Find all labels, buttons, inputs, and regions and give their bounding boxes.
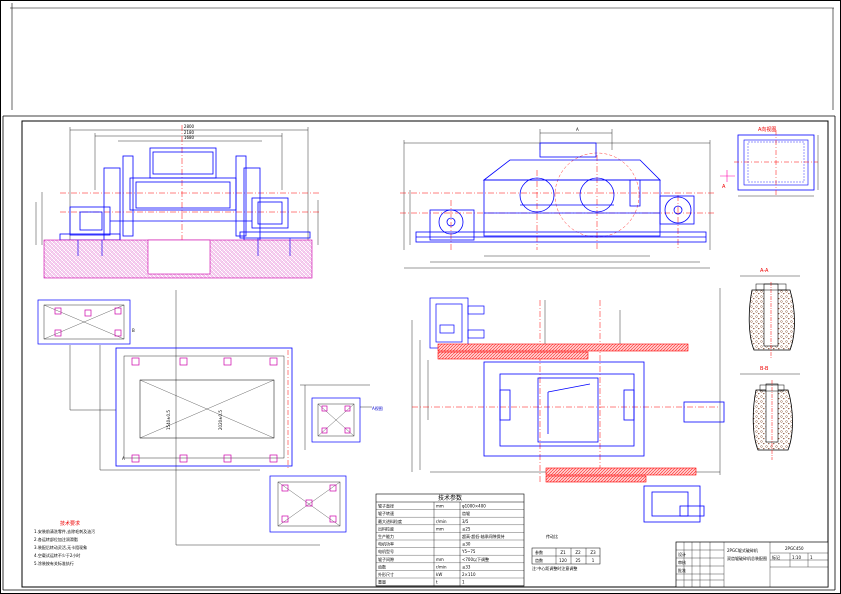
spec-cell: Y5~75 — [461, 549, 476, 554]
foundation-plan: B 1540±0.5 2020±0.5 A — [37, 290, 372, 546]
spec-cell: 生产能力 — [378, 533, 394, 539]
side-view-arrow-a: A — [576, 127, 579, 132]
spec-cell: 外形尺寸 — [378, 571, 394, 577]
spec-cell: 超高·超低·轴承间隙保持 — [462, 533, 505, 539]
gear-note: 注:中心距调整时注意调整 — [532, 565, 577, 571]
spec-cell: φ1000×400 — [462, 504, 486, 509]
spec-cell: r/min — [436, 564, 447, 569]
front-view: 2800 2180 1680 — [35, 124, 320, 279]
a-view-side-mark: A — [722, 184, 726, 190]
spec-cell: 齿数 — [378, 563, 386, 569]
spec-cell: ≤30 — [462, 542, 471, 547]
title-drawing-no: 2PGC450 — [785, 546, 804, 551]
section-aa: A-A — [740, 268, 800, 358]
plan-mark-a: A — [122, 456, 125, 461]
spec-cell: 1 — [462, 580, 465, 585]
spec-cell: ≤33 — [462, 564, 471, 569]
svg-text:A视图: A视图 — [372, 405, 383, 411]
spec-cell: 齿辊 — [462, 510, 470, 516]
title-block: 2PGC辊式破碎机 双齿辊破碎机总装配图 2PGC450 标记 1:10 1 设… — [675, 541, 829, 588]
svg-text:2180: 2180 — [184, 130, 195, 135]
spec-table-title: 技术参数 — [438, 494, 462, 502]
gear-h3: Z3 — [590, 550, 596, 555]
svg-text:2800: 2800 — [184, 124, 195, 129]
tech-line-5: 5.涂装按有关标准执行 — [34, 560, 74, 566]
spec-cell: r/min — [436, 519, 447, 524]
tech-requirements-title: 技术要求 — [60, 520, 80, 527]
spec-cell: 电机型号 — [378, 548, 394, 554]
tech-line-2: 2.各运转部位加注润滑脂 — [34, 536, 78, 542]
top-view: A视图 — [372, 288, 725, 523]
tech-line-1: 1.安装前清洗零件,去除毛刺及油污 — [34, 528, 95, 534]
title-scale: 1:10 — [792, 555, 801, 560]
gear-h2: Z2 — [575, 550, 581, 555]
spec-cell: 3/5 — [462, 519, 469, 524]
gear-table: 传动比 参数 Z1 Z2 Z3 齿数 120 25 1 注:中心距调整时注意调整 — [531, 533, 601, 571]
tech-requirements: 技术要求 1.安装前清洗零件,去除毛刺及油污 2.各运转部位加注润滑脂 3.装配… — [34, 520, 95, 566]
spec-cell: mm — [436, 557, 444, 562]
title-approver: 批准 — [678, 567, 686, 573]
plan-dim-1: 1540±0.5 — [166, 410, 171, 430]
gear-r3: 1 — [592, 558, 595, 563]
spec-cell: 电机功率 — [378, 541, 394, 547]
spec-cell: 辊子直径 — [378, 503, 394, 509]
spec-cell: kW — [436, 572, 442, 577]
spec-cell: 重量 — [378, 579, 386, 585]
spec-cell: 最大进料粒度 — [378, 518, 402, 524]
section-bb-title: B-B — [760, 366, 769, 372]
spec-cell: ≤25 — [462, 526, 471, 531]
title-sheet: 1 — [810, 555, 813, 560]
spec-cell: mm — [436, 526, 444, 531]
title-mark: 标记 — [772, 554, 780, 560]
title-designer: 设计 — [678, 551, 686, 557]
gear-r0: 齿数 — [535, 557, 543, 563]
section-bb: B-B — [740, 366, 800, 460]
a-view: A向视图 A — [720, 126, 819, 197]
gear-h0: 参数 — [535, 549, 543, 555]
spec-cell: <700以下调整 — [462, 556, 489, 562]
a-view-title: A向视图 — [758, 126, 776, 133]
gear-r1: 120 — [559, 558, 567, 563]
title-sub-name: 双齿辊破碎机总装配图 — [727, 555, 767, 561]
title-checker: 审核 — [678, 559, 686, 565]
tech-line-3: 3.装配后转动灵活,无卡阻现象 — [34, 544, 87, 550]
spec-cell: 辊子转速 — [378, 510, 394, 516]
gear-r2: 25 — [575, 558, 581, 563]
spec-cell: mm — [436, 504, 444, 509]
title-drawing-name: 2PGC辊式破碎机 — [727, 547, 758, 553]
plan-mark-b: B — [132, 328, 135, 333]
gear-h1: Z1 — [560, 550, 566, 555]
spec-cell: 出料粒度 — [378, 525, 394, 531]
spec-cell: 2×110 — [462, 572, 476, 577]
spec-cell: t — [436, 580, 438, 585]
gear-table-title: 传动比 — [546, 533, 558, 539]
side-view: A — [400, 127, 716, 269]
spec-cell: 辊子间隙 — [378, 556, 394, 562]
svg-text:1680: 1680 — [184, 135, 195, 140]
tech-line-4: 4.空载试运转不少于2小时 — [34, 552, 80, 558]
section-aa-title: A-A — [760, 268, 769, 274]
plan-dim-2: 2020±0.5 — [218, 410, 223, 430]
